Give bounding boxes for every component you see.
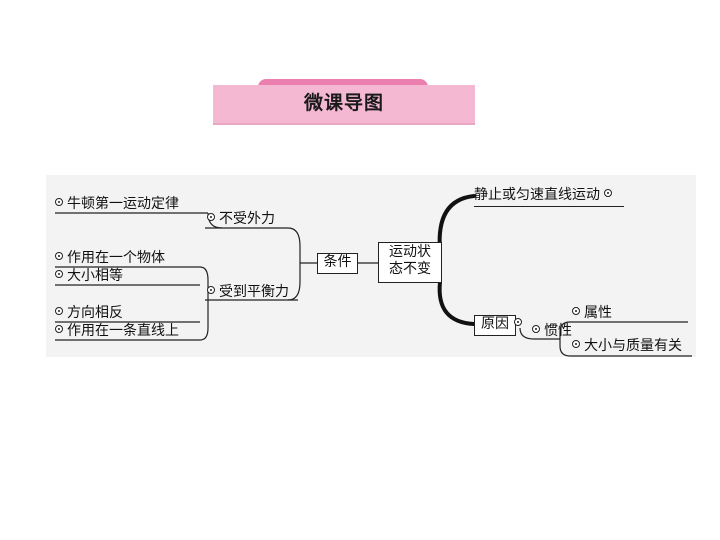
balanced-force-label: 受到平衡力 (219, 284, 289, 300)
inertia-node: 惯性 (532, 323, 572, 339)
balanced-item-1: 作用在一个物体 (55, 250, 165, 266)
bullet-icon (55, 198, 63, 206)
page-title: 微课导图 (303, 92, 384, 114)
connector-reason-to-inertia (519, 327, 535, 340)
no-force-label: 不受外力 (219, 211, 275, 227)
center-node: 运动状 态不变 (378, 242, 442, 283)
connector-items-bracket (199, 266, 209, 341)
balanced-item-label: 大小相等 (67, 268, 123, 284)
connector-bracket-condition (287, 227, 301, 301)
condition-label: 条件 (323, 254, 352, 270)
balanced-force-node: 受到平衡力 (207, 284, 289, 300)
bullet-icon (572, 307, 580, 315)
newton-law-node: 牛顿第一运动定律 (55, 196, 179, 212)
connector-center-to-state (437, 194, 476, 252)
balanced-item-label: 作用在一个物体 (67, 250, 165, 266)
connector-center-to-reason (437, 280, 476, 326)
balanced-item-4: 作用在一条直线上 (55, 323, 179, 339)
newton-law-label: 牛顿第一运动定律 (67, 196, 179, 212)
reason-label: 原因 (481, 316, 509, 332)
bullet-icon (55, 270, 63, 278)
bullet-icon (55, 252, 63, 260)
bullet-icon (514, 318, 522, 326)
bullet-icon (532, 325, 540, 333)
bullet-icon (55, 325, 63, 333)
mind-map-background (46, 175, 696, 357)
bullet-icon (207, 213, 215, 221)
bullet-icon (604, 189, 612, 197)
property-node: 属性 (572, 305, 612, 321)
balanced-item-3: 方向相反 (55, 305, 123, 321)
bullet-icon (207, 286, 215, 294)
mass-node: 大小与质量有关 (572, 338, 682, 354)
state-node: 静止或匀速直线运动 (474, 187, 624, 207)
property-label: 属性 (584, 305, 612, 321)
reason-box: 原因 (474, 315, 516, 336)
condition-box: 条件 (317, 253, 358, 274)
center-line-2: 态不变 (389, 261, 431, 277)
state-label: 静止或匀速直线运动 (474, 187, 600, 203)
title-banner (213, 85, 475, 125)
balanced-item-label: 方向相反 (67, 305, 123, 321)
balanced-item-2: 大小相等 (55, 268, 123, 284)
bullet-icon (55, 307, 63, 315)
mass-label: 大小与质量有关 (584, 338, 682, 354)
reason-bullet (514, 318, 526, 334)
inertia-label: 惯性 (544, 323, 572, 339)
no-force-node: 不受外力 (207, 211, 275, 227)
bullet-icon (572, 340, 580, 348)
center-line-1: 运动状 (389, 244, 431, 260)
balanced-item-label: 作用在一条直线上 (67, 323, 179, 339)
